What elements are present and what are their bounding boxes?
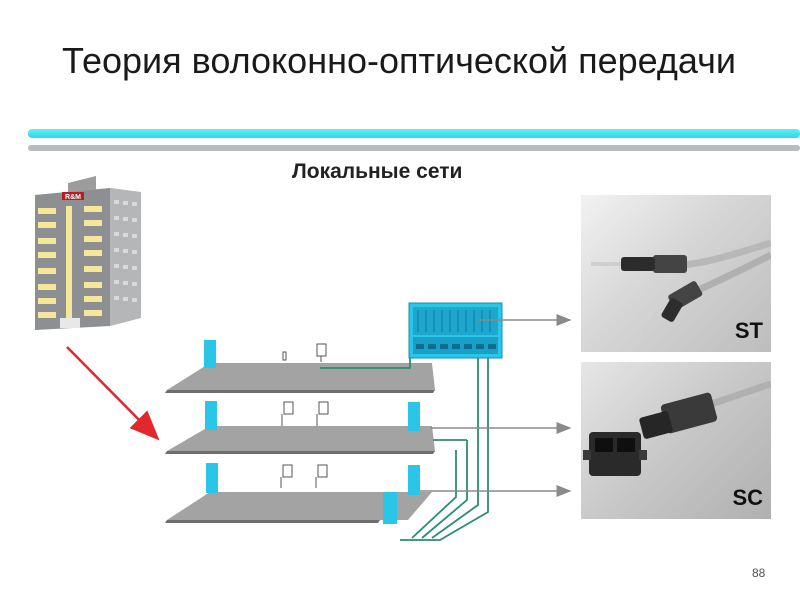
floor-middle <box>165 426 435 454</box>
sc-connector-icon <box>583 380 771 476</box>
slide-title: Теория волоконно-оптической передачи <box>62 40 737 81</box>
st-connector-label: ST <box>734 318 763 343</box>
floor-top <box>165 363 435 393</box>
st-connector-icon <box>591 239 771 337</box>
sc-connector-photo: SC <box>581 362 771 519</box>
section-subtitle: Локальные сети <box>292 160 463 183</box>
patch-panel-icon <box>408 302 503 359</box>
riser-columns <box>204 340 420 524</box>
workstation-icons <box>280 343 329 488</box>
building-sign-text: R&M <box>65 194 81 201</box>
title-underline-gray <box>28 145 800 151</box>
title-underline-cyan <box>28 129 800 138</box>
building-sign <box>62 192 84 200</box>
fiber-cables <box>320 358 489 541</box>
sc-connector-label: SC <box>732 485 763 510</box>
floor-bottom <box>165 492 432 523</box>
st-connector-photo: ST <box>581 195 771 352</box>
page-number: 88 <box>752 566 766 580</box>
zoom-arrow <box>66 346 160 441</box>
office-building-icon: R&M <box>35 176 141 330</box>
